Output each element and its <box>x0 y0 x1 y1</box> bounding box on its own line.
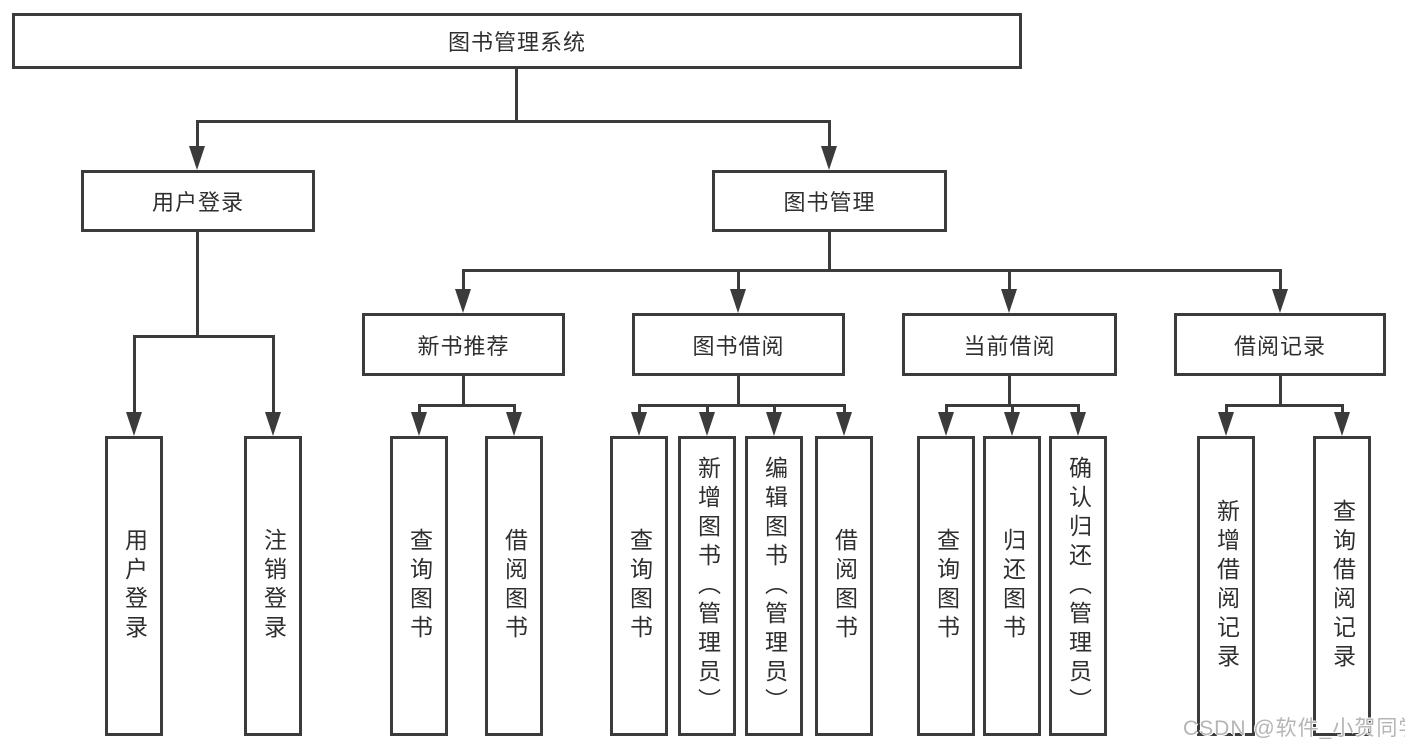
edge-to-book-mgmt-stem <box>828 120 831 150</box>
node-borrowing-records: 借阅记录 <box>1174 313 1386 376</box>
leaf-label: 借阅图书 <box>501 528 528 644</box>
arrowhead-edit-books <box>766 412 782 436</box>
leaf-label: 查询图书 <box>626 528 653 644</box>
edge-to-leaf-login-stem <box>133 335 136 415</box>
edge-to-new-book-stem <box>462 269 465 293</box>
leaf-label: 新增借阅记录 <box>1213 499 1240 673</box>
arrowhead-query-borrow-record <box>1334 412 1350 436</box>
edge-book-borrow-stem2 <box>737 376 740 406</box>
edge-borrow-records-leaf2-stem <box>1341 404 1344 416</box>
edge-borrow-records-leaf1-stem <box>1225 404 1228 416</box>
arrowhead-book-borrow <box>730 289 746 313</box>
leaf-label: 注销登录 <box>260 528 287 644</box>
edge-root-stem <box>515 69 518 121</box>
leaf-label: 查询借阅记录 <box>1329 499 1356 673</box>
leaf-label: 编辑图书（管理员） <box>761 455 788 717</box>
arrowhead-leaf-logout <box>265 412 281 436</box>
node-leaf-user-login: 用户登录 <box>105 436 163 736</box>
edge-current-borrow-leaf1-stem <box>945 404 948 416</box>
node-current-borrowing: 当前借阅 <box>902 313 1117 376</box>
edge-book-borrow-rail <box>638 404 846 407</box>
edge-borrow-records-stem2 <box>1279 376 1282 406</box>
edge-to-current-borrow-stem <box>1008 269 1011 293</box>
edge-book-mgmt-rail <box>462 269 1281 272</box>
arrowhead-borrow-books-1 <box>506 412 522 436</box>
node-leaf-edit-books-admin: 编辑图书（管理员） <box>745 436 803 736</box>
arrowhead-book-mgmt <box>821 146 837 170</box>
node-leaf-add-books-admin: 新增图书（管理员） <box>678 436 736 736</box>
arrowhead-query-books-2 <box>631 412 647 436</box>
leaf-label: 用户登录 <box>121 528 148 644</box>
node-leaf-query-books-3: 查询图书 <box>917 436 975 736</box>
leaf-label: 新增图书（管理员） <box>694 455 721 717</box>
edge-to-user-login-stem <box>196 120 199 150</box>
arrowhead-query-books-1 <box>411 412 427 436</box>
arrowhead-query-books-3 <box>938 412 954 436</box>
edge-to-borrow-records-stem <box>1279 269 1282 293</box>
edge-new-book-stem <box>462 376 465 406</box>
edge-new-book-leaf2-stem <box>513 404 516 416</box>
edge-book-borrow-leaf3-stem <box>773 404 776 416</box>
leaf-label: 借阅图书 <box>831 528 858 644</box>
edge-to-book-borrow-stem <box>737 269 740 293</box>
edge-to-leaf-logout-stem <box>272 335 275 415</box>
leaf-label: 查询图书 <box>406 528 433 644</box>
arrowhead-return-books <box>1004 412 1020 436</box>
node-user-login: 用户登录 <box>81 170 315 232</box>
node-leaf-return-books: 归还图书 <box>983 436 1041 736</box>
edge-user-login-stem <box>196 232 199 336</box>
node-leaf-borrow-books-2: 借阅图书 <box>815 436 873 736</box>
node-leaf-query-books-2: 查询图书 <box>610 436 668 736</box>
node-leaf-query-borrow-record: 查询借阅记录 <box>1313 436 1371 736</box>
node-book-borrowing: 图书借阅 <box>632 313 845 376</box>
edge-current-borrow-leaf2-stem <box>1011 404 1014 416</box>
node-new-book-recommend: 新书推荐 <box>362 313 565 376</box>
edge-book-mgmt-stem <box>828 232 831 272</box>
arrowhead-new-book <box>455 289 471 313</box>
edge-root-rail <box>196 120 830 123</box>
edge-borrow-records-rail <box>1225 404 1344 407</box>
edge-book-borrow-leaf2-stem <box>706 404 709 416</box>
arrowhead-current-borrow <box>1001 289 1017 313</box>
arrowhead-confirm-return <box>1070 412 1086 436</box>
arrowhead-leaf-login <box>126 412 142 436</box>
arrowhead-add-books <box>699 412 715 436</box>
edge-current-borrow-leaf3-stem <box>1077 404 1080 416</box>
arrowhead-user-login <box>189 146 205 170</box>
edge-book-borrow-leaf1-stem <box>638 404 641 416</box>
leaf-label: 归还图书 <box>999 528 1026 644</box>
node-book-management: 图书管理 <box>712 170 947 232</box>
csdn-watermark: CSDN @软件_小贺同学 <box>1183 717 1405 740</box>
leaf-label: 查询图书 <box>933 528 960 644</box>
node-leaf-add-borrow-record: 新增借阅记录 <box>1197 436 1255 736</box>
node-leaf-confirm-return-admin: 确认归还（管理员） <box>1049 436 1107 736</box>
edge-book-borrow-leaf4-stem <box>843 404 846 416</box>
edge-new-book-rail <box>418 404 516 407</box>
node-leaf-borrow-books-1: 借阅图书 <box>485 436 543 736</box>
arrowhead-borrow-books-2 <box>836 412 852 436</box>
node-library-management-system: 图书管理系统 <box>12 13 1022 69</box>
leaf-label: 确认归还（管理员） <box>1065 455 1092 717</box>
edge-user-login-rail <box>133 335 275 338</box>
arrowhead-add-borrow-record <box>1218 412 1234 436</box>
edge-current-borrow-stem2 <box>1008 376 1011 406</box>
arrowhead-borrow-records <box>1272 289 1288 313</box>
edge-new-book-leaf1-stem <box>418 404 421 416</box>
node-leaf-logout: 注销登录 <box>244 436 302 736</box>
node-leaf-query-books-1: 查询图书 <box>390 436 448 736</box>
